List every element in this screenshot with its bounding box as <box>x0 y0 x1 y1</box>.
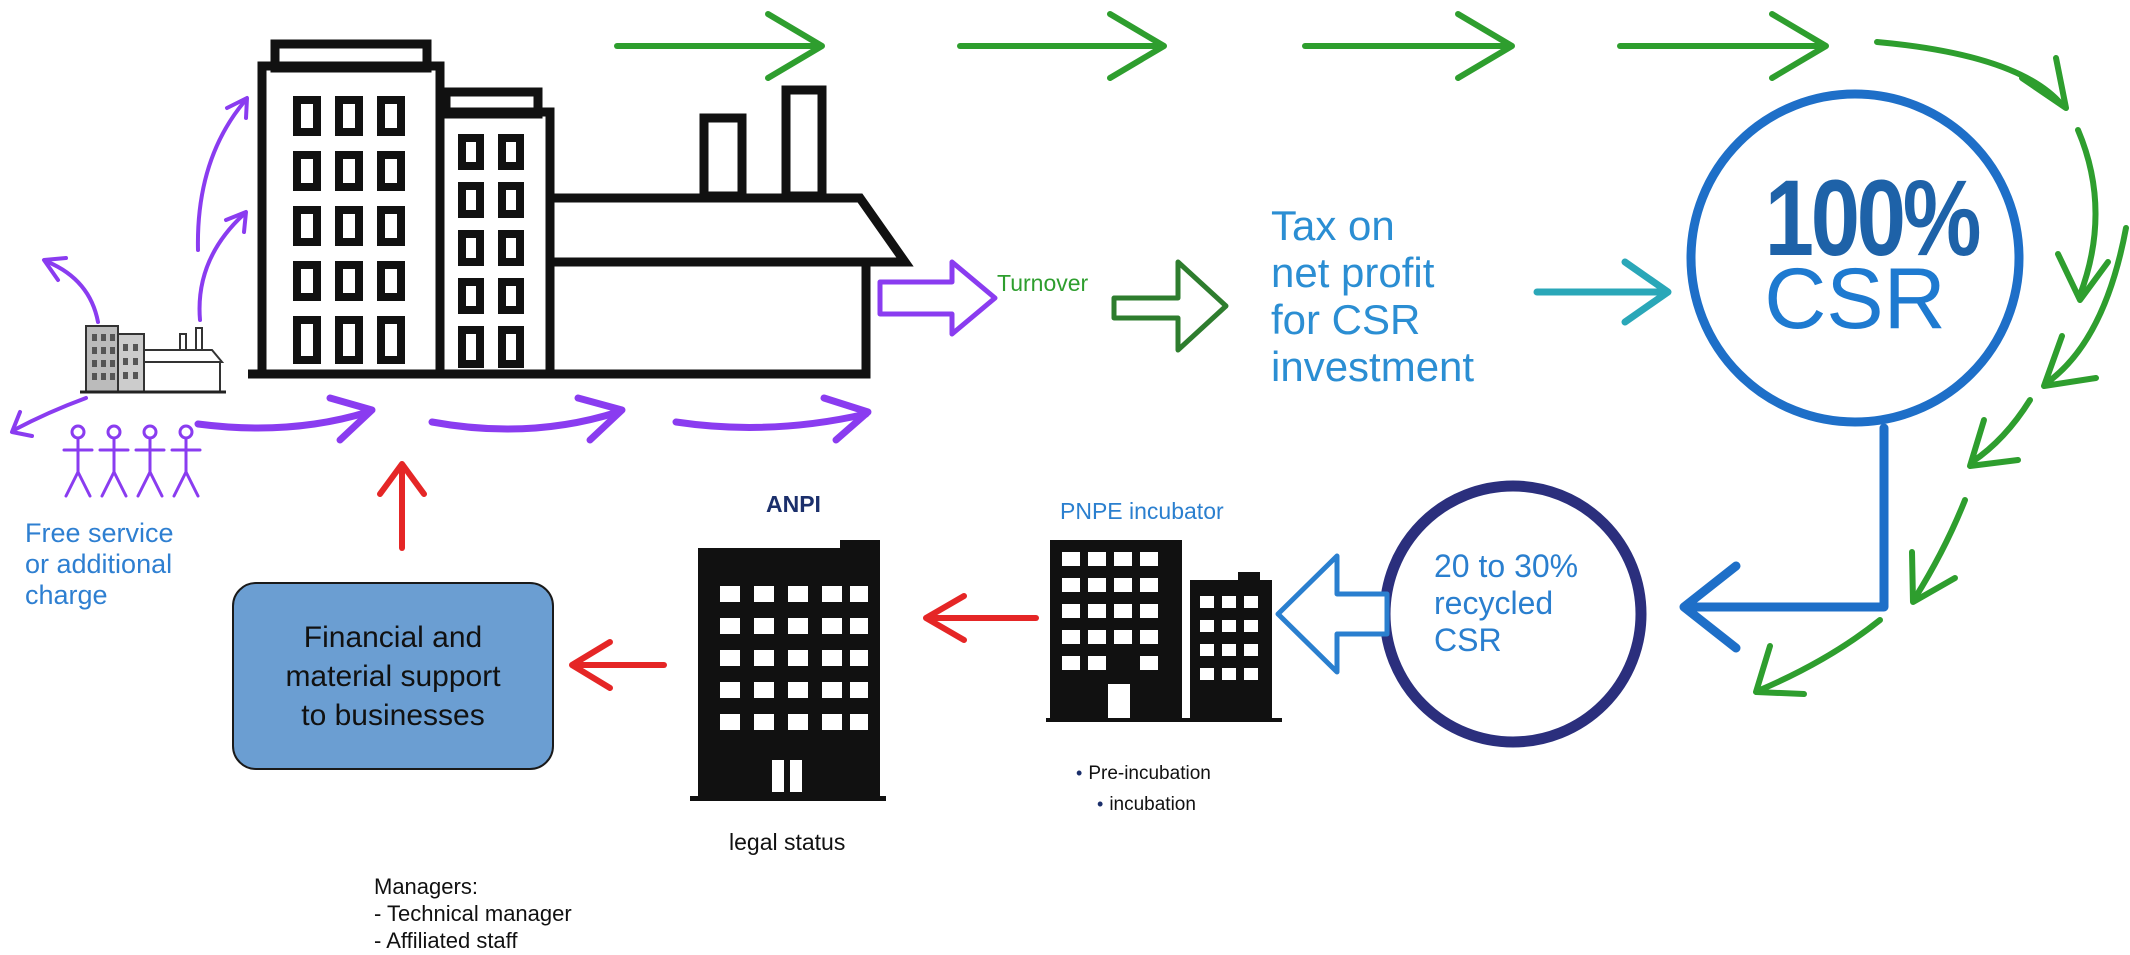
green-curve-3 <box>2041 225 2129 389</box>
purple-up-2 <box>195 96 249 252</box>
csr-label: CSR <box>1764 251 1946 347</box>
green-curve-1 <box>1874 39 2069 111</box>
factory-windows <box>293 96 524 368</box>
pnpe-incubator-label: PNPE incubator <box>1060 498 1224 524</box>
purple-arrow-2 <box>428 394 626 444</box>
green-hollow-arrow <box>1111 259 1229 353</box>
anpi-building-icon <box>690 540 886 801</box>
anpi-label: ANPI <box>766 491 821 517</box>
green-curve-2 <box>2055 127 2111 303</box>
recycled-csr-label: 20 to 30% recycled CSR <box>1434 548 1579 658</box>
support-label: Financial and material support to busine… <box>285 620 501 732</box>
green-curve-6 <box>1753 617 1883 697</box>
purple-arrow-1 <box>194 394 376 444</box>
purple-up-3 <box>42 256 100 324</box>
green-arrow-2 <box>957 11 1167 81</box>
purple-hollow-arrow <box>877 259 998 337</box>
factory-icon <box>248 39 914 379</box>
green-curve-arrows <box>1753 39 2129 697</box>
green-curve-4 <box>1967 397 2033 469</box>
red-arrow-up <box>377 461 427 551</box>
green-arrow-1 <box>614 11 825 81</box>
support-box: Financial and material support to busine… <box>232 582 554 770</box>
incubation-label: incubation <box>1109 794 1196 815</box>
purple-arrow-3 <box>672 394 872 444</box>
tax-label: Tax on net profit for CSR investment <box>1271 202 1475 390</box>
managers-label: Managers: - Technical manager - Affiliat… <box>374 874 572 953</box>
turnover-label: Turnover <box>997 270 1089 296</box>
teal-arrow <box>1533 258 1672 326</box>
purple-flow-arrows <box>194 394 872 444</box>
legal-status-label: legal status <box>729 829 846 855</box>
green-arrow-row <box>614 11 1829 81</box>
purple-up-1 <box>197 210 248 322</box>
purple-up-arrows <box>10 96 249 438</box>
incubation-item: •incubation <box>1097 794 1196 815</box>
green-arrow-3 <box>1302 11 1515 81</box>
red-arrow-1 <box>923 593 1039 643</box>
csr-circle <box>1686 89 2024 427</box>
pre-incubation-item: •Pre-incubation <box>1076 763 1211 784</box>
green-curve-5 <box>1909 497 1968 605</box>
blue-hollow-arrow <box>1275 553 1390 675</box>
pre-incubation-label: Pre-incubation <box>1088 763 1211 784</box>
people-icon <box>62 424 202 498</box>
pnpe-building-icon <box>1046 540 1282 722</box>
free-service-label: Free service or additional charge <box>25 518 174 610</box>
green-arrow-4 <box>1617 11 1829 81</box>
red-arrow-2 <box>569 639 667 691</box>
purple-left <box>10 396 88 438</box>
blue-return-arrow <box>1679 423 1889 653</box>
small-factory-icon <box>80 325 226 394</box>
